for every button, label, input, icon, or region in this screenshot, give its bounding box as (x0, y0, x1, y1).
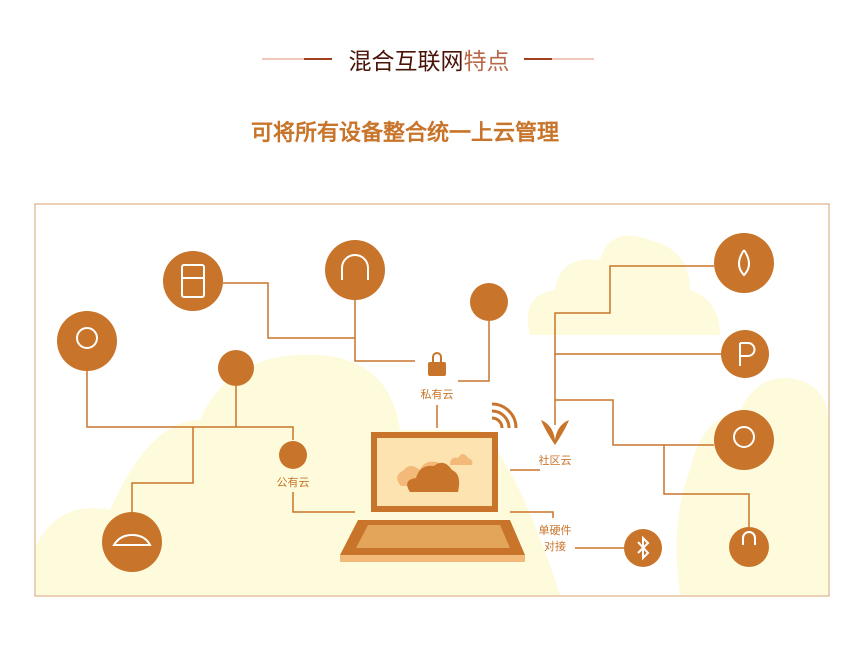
fan-icon (218, 350, 254, 386)
webcam-right-icon (714, 410, 774, 470)
community-cloud-label: 社区云 (538, 454, 572, 467)
parking-icon (721, 330, 769, 378)
sprout-icon (541, 420, 569, 445)
hardware-label-line2: 对接 (544, 540, 566, 553)
public-cloud-label: 公有云 (276, 476, 310, 489)
curtains-icon (470, 283, 508, 321)
page-title: 混合互联网特点 (0, 42, 858, 76)
diagram-frame (34, 203, 830, 597)
headphones-icon (325, 240, 385, 300)
webcam-left-icon (57, 311, 117, 371)
subtitle: 可将所有设备整合统一上云管理 (250, 121, 559, 146)
laptop-icon (340, 432, 525, 562)
globe-icon (279, 441, 307, 469)
refrigerator-icon (163, 251, 223, 311)
lock-icon (729, 527, 769, 567)
title-highlight: 特点 (463, 49, 510, 75)
wifi-icon (491, 402, 518, 429)
private-cloud-lock-icon (428, 362, 446, 376)
water-drop-icon (714, 233, 774, 293)
title-line-left (262, 58, 332, 60)
private-cloud-label: 私有云 (420, 388, 454, 401)
connection-lines (86, 265, 750, 549)
hardware-label-line1: 单硬件 (538, 524, 572, 537)
title-main: 混合互联网 (348, 49, 464, 75)
car-icon (102, 512, 162, 572)
